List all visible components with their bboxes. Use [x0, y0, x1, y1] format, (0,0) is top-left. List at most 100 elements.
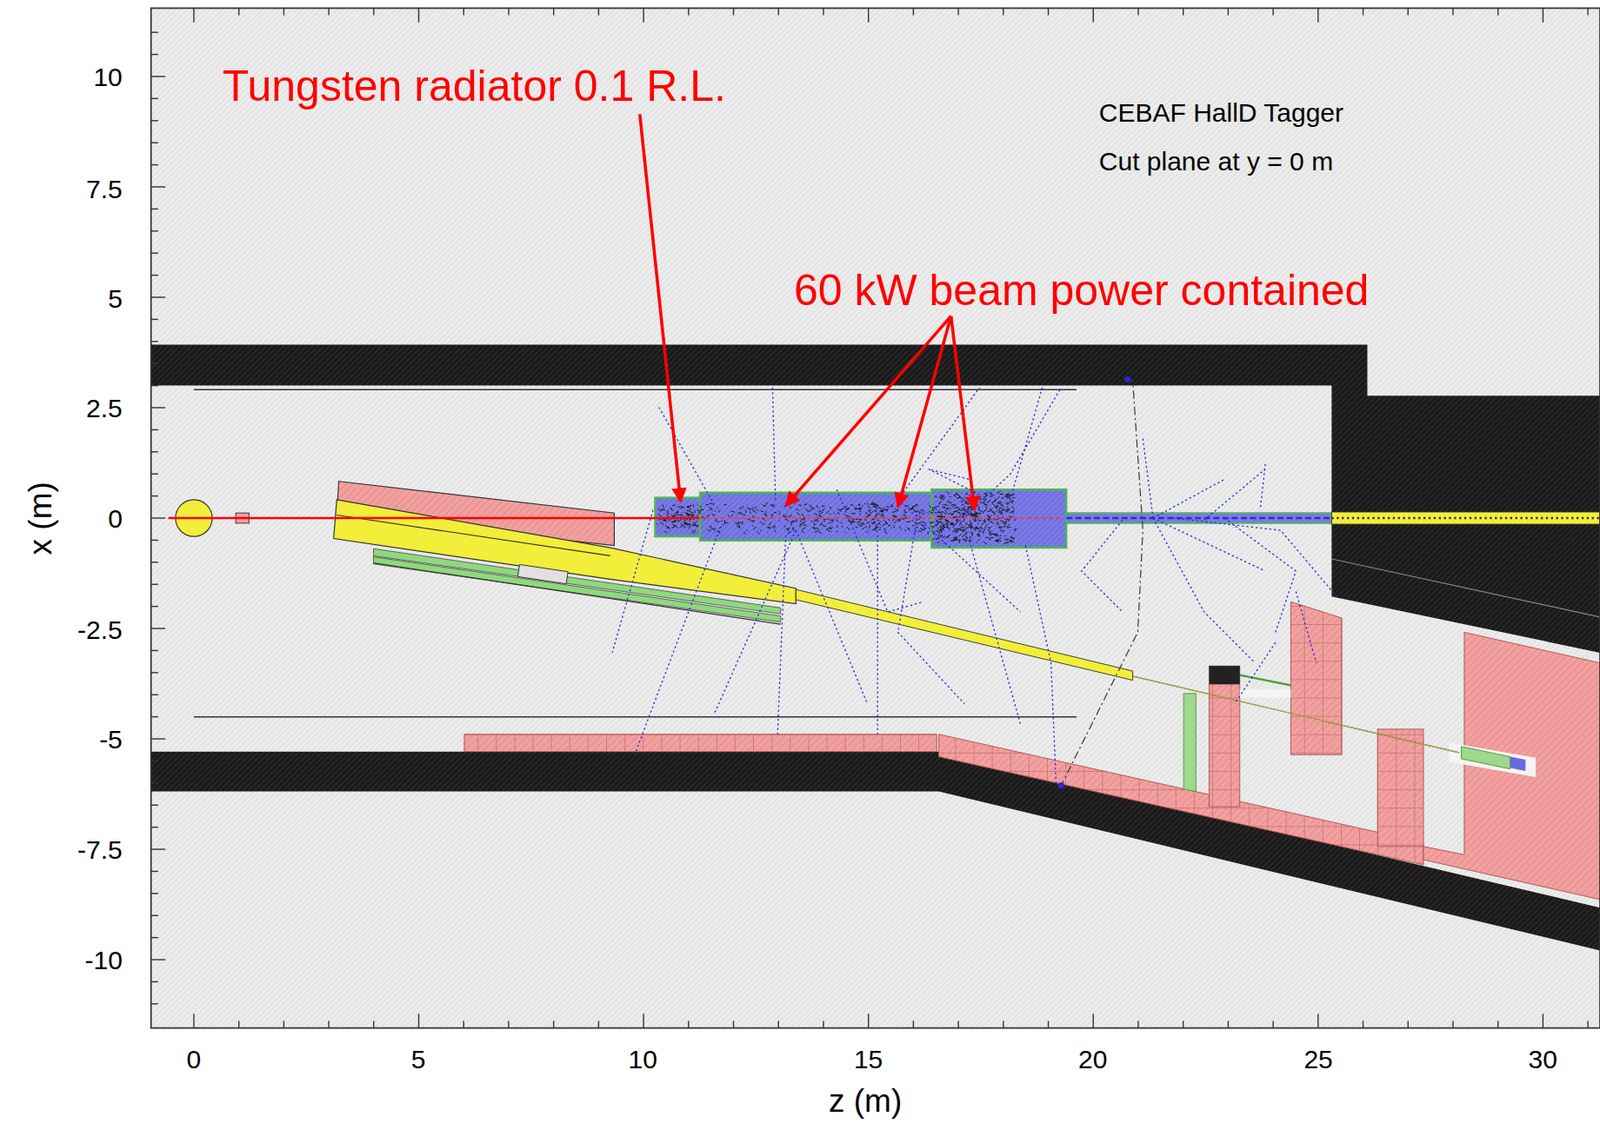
axis-tick	[867, 1013, 869, 1028]
axis-tick	[1047, 1020, 1049, 1028]
axis-tick	[151, 672, 159, 674]
axis-tick	[151, 584, 159, 586]
axis-tick	[238, 7, 240, 15]
tick-label: -7.5	[77, 835, 123, 865]
axis-tick	[151, 826, 159, 828]
axis-tick	[1317, 7, 1319, 22]
axis-tick	[1497, 1020, 1499, 1028]
axis-tick	[151, 915, 159, 917]
axis-tick	[867, 7, 869, 22]
axis-tick	[151, 981, 159, 983]
axis-tick	[151, 694, 159, 696]
axis-tick	[778, 7, 780, 15]
axis-tick	[151, 650, 159, 652]
axis-tick	[463, 1020, 465, 1028]
axis-tick	[1227, 1020, 1229, 1028]
axis-tick	[1093, 7, 1094, 22]
axis-tick	[1362, 7, 1364, 15]
tick-label: 7.5	[86, 174, 123, 204]
axis-tick	[151, 627, 166, 629]
tick-label: -10	[84, 946, 122, 975]
axis-tick	[327, 1020, 329, 1028]
axis-tick	[687, 1020, 689, 1028]
tick-label: 10	[628, 1045, 658, 1074]
axis-tick	[1407, 7, 1409, 15]
tick-label: 0	[186, 1045, 202, 1074]
axis-tick	[151, 871, 159, 873]
axis-tick	[913, 7, 914, 15]
axis-tick	[151, 782, 159, 784]
axis-tick	[1452, 7, 1454, 15]
axis-tick	[1002, 7, 1004, 15]
axis-tick	[1047, 7, 1049, 15]
axis-tick	[151, 716, 159, 718]
axis-tick	[151, 540, 159, 541]
axis-tick	[1497, 7, 1499, 15]
axis-tick	[687, 7, 689, 15]
axis-tick	[151, 186, 166, 187]
axis-tick	[151, 319, 159, 320]
axis-tick	[283, 7, 285, 15]
axis-tick	[151, 959, 166, 960]
axis-tick	[327, 7, 329, 15]
axis-tick	[1227, 7, 1229, 15]
axis-tick	[151, 805, 159, 807]
axis-tick	[463, 7, 465, 15]
callout-note: 60 kW beam power contained	[793, 266, 1369, 315]
axis-title: z (m)	[828, 1084, 902, 1120]
axis-tick	[151, 208, 159, 210]
axis-tick	[151, 98, 159, 100]
axis-tick	[778, 1020, 780, 1028]
axis-tick	[733, 1020, 734, 1028]
axis-tick	[1272, 1020, 1274, 1028]
axis-tick	[1542, 1013, 1544, 1028]
axis-tick	[151, 164, 159, 166]
axis-tick	[151, 937, 159, 939]
axis-tick	[151, 893, 159, 894]
axis-tick	[373, 7, 374, 15]
axis-tick	[151, 385, 159, 387]
axis-tick	[1002, 1020, 1004, 1028]
tick-label: 5	[411, 1045, 427, 1074]
axis-tick	[1452, 1020, 1454, 1028]
axis-tick	[151, 606, 159, 607]
axis-tick	[151, 296, 166, 298]
axis-tick	[553, 7, 554, 15]
axis-tick	[1317, 1013, 1319, 1028]
axis-tick	[553, 1020, 554, 1028]
plot-title: CEBAF HallD Tagger	[1099, 98, 1344, 127]
axis-tick	[1586, 7, 1588, 15]
axis-tick	[151, 1003, 159, 1005]
axis-tick	[1137, 1020, 1139, 1028]
axis-tick	[283, 1020, 285, 1028]
axis-tick	[822, 7, 824, 15]
axis-tick	[151, 75, 166, 77]
axis-tick	[598, 1020, 600, 1028]
axis-tick	[151, 451, 159, 453]
axis-tick	[151, 141, 159, 143]
axis-tick	[418, 1013, 420, 1028]
tick-label: 2.5	[86, 393, 123, 423]
axis-tick	[151, 561, 159, 563]
axis-tick	[1093, 1013, 1094, 1028]
axis-tick	[151, 363, 159, 365]
axis-tick	[1542, 7, 1544, 22]
axis-tick	[151, 495, 159, 497]
axis-tick	[1407, 1020, 1409, 1028]
tick-label: 20	[1078, 1045, 1107, 1074]
axis-tick	[913, 1020, 914, 1028]
tick-label: -5	[99, 725, 123, 754]
tick-label: 25	[1303, 1045, 1333, 1074]
axis-tick	[373, 1020, 374, 1028]
axis-tick	[238, 1020, 240, 1028]
axis-tick	[642, 7, 644, 22]
axis-tick	[151, 274, 159, 276]
axis-tick	[1272, 7, 1274, 15]
axis-tick	[151, 120, 159, 121]
tick-label: 10	[93, 62, 122, 92]
axis-tick	[1137, 7, 1139, 15]
axis-tick	[642, 1013, 644, 1028]
axis-tick	[151, 848, 166, 850]
axis-tick	[957, 1020, 959, 1028]
